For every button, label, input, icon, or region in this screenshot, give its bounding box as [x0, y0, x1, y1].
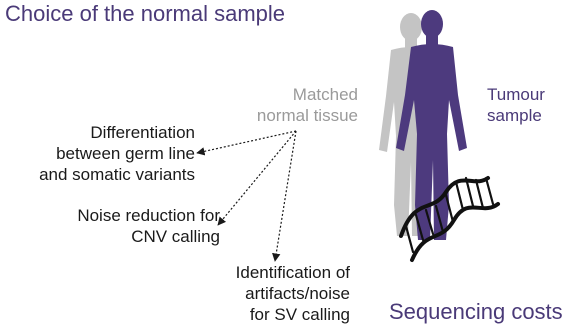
arrow-to-noise-reduction: [218, 131, 296, 225]
matched-tissue-label: Matched normal tissue: [257, 84, 358, 126]
tumour-sample-line-2: sample: [487, 105, 545, 126]
tumour-sample-line-1: Tumour: [487, 84, 545, 105]
benefit-line: and somatic variants: [39, 164, 195, 185]
arrow-to-identification: [275, 131, 296, 261]
benefit-germline-somatic: Differentiation between germ line and so…: [39, 122, 195, 185]
benefit-line: Differentiation: [39, 122, 195, 143]
arrow-to-differentiation: [197, 131, 296, 153]
benefit-line: for SV calling: [236, 304, 350, 325]
slide-title: Choice of the normal sample: [5, 1, 285, 27]
matched-tissue-line-2: normal tissue: [257, 105, 358, 126]
benefit-cnv-noise: Noise reduction for CNV calling: [77, 205, 220, 247]
matched-tissue-line-1: Matched: [257, 84, 358, 105]
benefit-line: Identification of: [236, 262, 350, 283]
benefit-line: artifacts/noise: [236, 283, 350, 304]
benefit-line: Noise reduction for: [77, 205, 220, 226]
benefit-line: between germ line: [39, 143, 195, 164]
sequencing-costs-label: Sequencing costs: [389, 299, 563, 325]
benefit-line: CNV calling: [77, 226, 220, 247]
tumour-sample-label: Tumour sample: [487, 84, 545, 126]
benefit-sv-artifacts: Identification of artifacts/noise for SV…: [236, 262, 350, 325]
